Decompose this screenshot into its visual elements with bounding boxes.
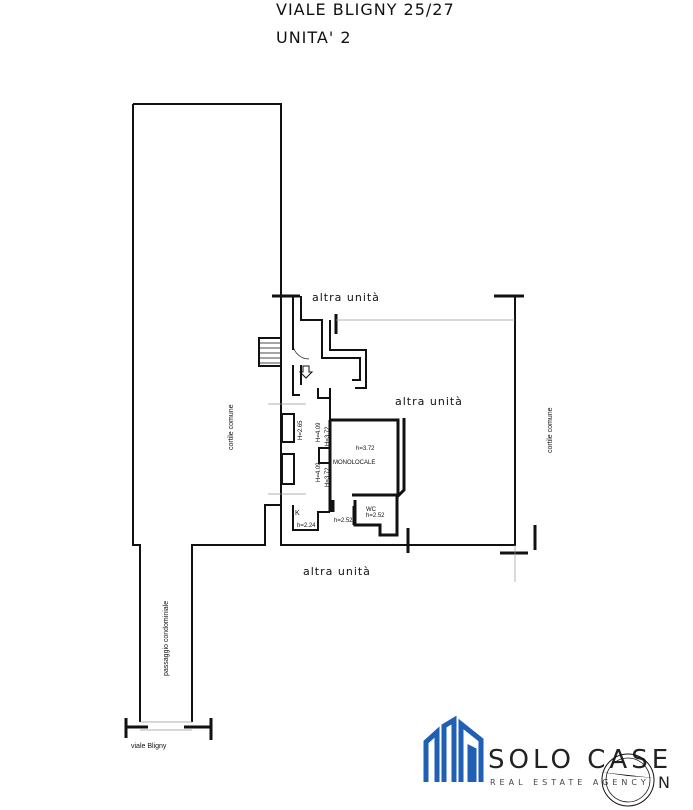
passaggio-condominiale: passaggio condominiale <box>163 601 170 676</box>
room-wc: WC <box>366 507 377 513</box>
svg-text:SOLO CASE: SOLO CASE <box>488 745 672 775</box>
svg-text:REAL ESTATE AGENCY: REAL ESTATE AGENCY <box>490 778 650 787</box>
window <box>281 453 295 485</box>
wall-ticks <box>272 294 537 555</box>
k-label: K <box>295 510 300 517</box>
H-372-b: H=3.72 <box>325 467 331 487</box>
north-compass-icon: N <box>600 753 670 807</box>
window <box>281 413 295 443</box>
H-265: H=2.65 <box>298 420 304 440</box>
entrance-arrow-icon <box>298 365 314 379</box>
monolocale-walls <box>328 418 406 537</box>
door-swing <box>292 344 310 360</box>
k-area <box>292 505 330 531</box>
altra-unita-top: altra unità <box>312 291 380 304</box>
h-k: h=2.24 <box>297 523 316 529</box>
entry-walls <box>292 296 367 420</box>
solo-case-logo: SOLO CASE REAL ESTATE AGENCY <box>423 715 672 787</box>
altra-unita-right: altra unità <box>395 395 463 408</box>
street-label: viale Bligny <box>131 743 167 750</box>
h-monolocale: h=3.72 <box>356 446 375 452</box>
H-372-a: H=3.72 <box>325 426 331 446</box>
cortile-comune-right: cortile comune <box>547 407 554 453</box>
stairs <box>258 337 282 367</box>
cortile-comune-left: cortile comune <box>228 404 235 450</box>
h-wc: h=2.52 <box>366 513 385 519</box>
h-small: h=2.52 <box>334 518 353 524</box>
H-409-b: H=4.09 <box>316 462 322 482</box>
courtyard-outline <box>132 103 282 722</box>
address-title: VIALE BLIGNY 25/27 <box>276 0 455 19</box>
street-gate <box>124 718 213 740</box>
altra-unita-bottom: altra unità <box>303 565 371 578</box>
H-409-a: H=4.09 <box>316 422 322 442</box>
room-monolocale: MONOLOCALE <box>333 460 375 466</box>
column <box>318 447 331 464</box>
unit-title: UNITA' 2 <box>276 28 352 47</box>
svg-text:N: N <box>658 773 670 792</box>
